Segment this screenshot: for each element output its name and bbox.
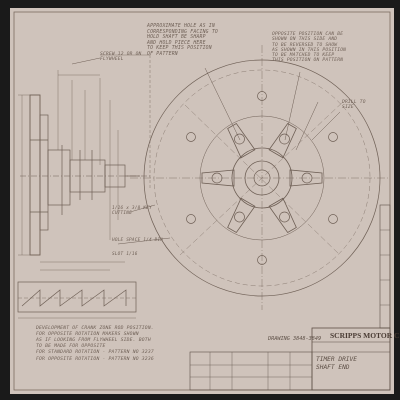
- note-right-small: DRILL TO SIZE: [342, 100, 366, 111]
- spoke: [227, 123, 256, 159]
- bolt-hole: [279, 133, 290, 145]
- note-bottom-left: DEVELOPMENT OF CRANK ZONE ROD POSITION. …: [36, 326, 154, 362]
- note-left-mid: 1/16 x 3/8 KEY CUTTING: [112, 206, 152, 217]
- bolt-hole: [234, 211, 245, 223]
- spoke: [289, 169, 323, 187]
- rim-hole: [257, 91, 267, 101]
- note-left-upper: SCREW 12 OR ON FLYWHEEL: [100, 52, 142, 63]
- rim-hole: [328, 132, 338, 142]
- rim-hole: [186, 132, 196, 142]
- spoke: [227, 197, 256, 233]
- rim-hole: [328, 214, 338, 224]
- rim-hole: [257, 255, 267, 265]
- bolt-hole: [279, 211, 290, 223]
- drawing-number: DRAWING 3848-3849: [268, 336, 322, 342]
- part-name: TIMER DRIVE SHAFT END: [316, 356, 357, 372]
- bolt-hole: [234, 133, 245, 145]
- spoke: [268, 123, 297, 159]
- spoke: [268, 197, 297, 233]
- spoke-group: [201, 123, 323, 233]
- bolt-hole: [301, 172, 313, 184]
- bolt-hole: [211, 172, 223, 184]
- development-diagram: [17, 281, 137, 319]
- spoke: [201, 169, 235, 187]
- note-top-center: APPROXIMATE HOLE AS IN CORRESPONDING FAC…: [147, 24, 219, 57]
- title-block: [189, 204, 391, 391]
- note-left-holes: HOLE SPACE 1/4 DIA: [112, 238, 164, 243]
- paper: [10, 8, 394, 394]
- leader-lines: [71, 57, 341, 245]
- note-top-right: OPPOSITE POSITION CAN BE SHOWN ON THIS S…: [272, 32, 347, 64]
- rim-hole: [186, 214, 196, 224]
- bolt-hole-group: [186, 91, 338, 265]
- note-left-lower: SLOT 1/16: [112, 252, 138, 257]
- company-name: SCRIPPS MOTOR C: [330, 331, 400, 340]
- flywheel-front-view: [130, 45, 390, 310]
- side-elevation-view: [18, 54, 151, 271]
